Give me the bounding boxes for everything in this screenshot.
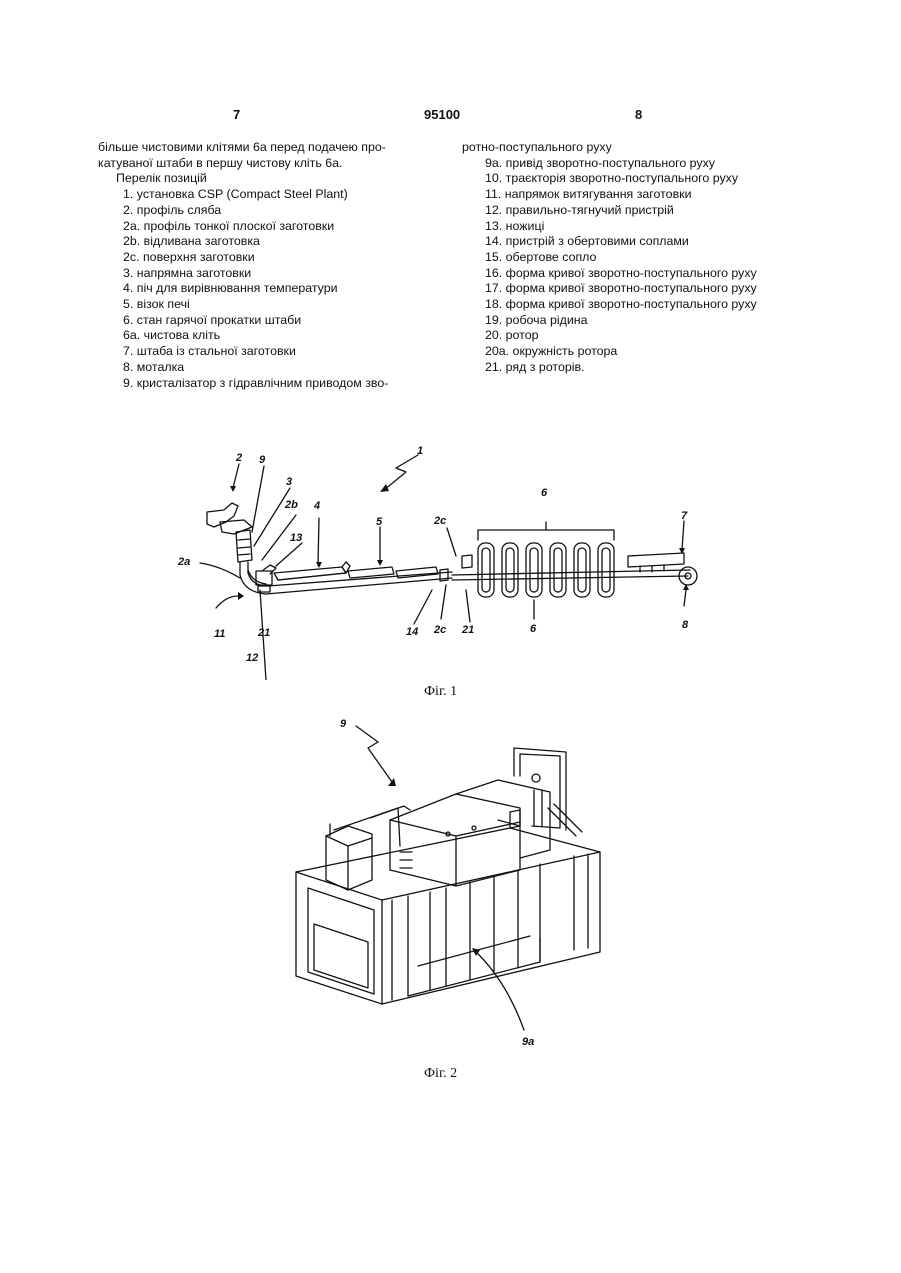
list-item: 6. стан гарячої прокатки штаби	[98, 313, 388, 329]
list-item: 9. кристалізатор з гідравлічним приводом…	[98, 376, 388, 392]
left-assembly-shape	[326, 806, 412, 890]
list-item: 3. напрямна заготовки	[98, 266, 388, 282]
list-item: 15. обертове сопло	[462, 250, 757, 266]
label-9: 9	[259, 454, 266, 466]
text-line: катуваної штаби в першу чистову кліть 6а…	[98, 156, 388, 172]
ladle-shape	[207, 503, 252, 534]
list-item: 5. візок печі	[98, 297, 388, 313]
text-line: ротно-поступального руху	[462, 140, 757, 156]
label-2b: 2b	[284, 499, 298, 511]
list-item: 16. форма кривої зворотно-поступального …	[462, 266, 757, 282]
figure-2-drawing: 9 9a	[280, 710, 620, 1060]
patent-number: 95100	[424, 107, 460, 122]
leader-9	[356, 726, 392, 782]
list-item: 20а. окружність ротора	[462, 344, 757, 360]
list-item: 20. ротор	[462, 328, 757, 344]
list-heading: Перелік позицій	[98, 171, 388, 187]
label-13: 13	[290, 532, 302, 544]
label-5: 5	[376, 516, 383, 528]
right-page-number: 8	[635, 107, 642, 122]
right-text-column: ротно-поступального руху 9а. привід звор…	[462, 140, 757, 376]
label-2c-bottom: 2c	[433, 624, 446, 636]
left-page-number: 7	[233, 107, 240, 122]
label-12: 12	[246, 652, 258, 664]
text-line: більше чистовими клітями 6а перед подаче…	[98, 140, 388, 156]
list-item: 2а. профіль тонкої плоскої заготовки	[98, 219, 388, 235]
left-text-column: більше чистовими клітями 6а перед подаче…	[98, 140, 388, 391]
list-item: 21. ряд з роторів.	[462, 360, 757, 376]
label-11: 11	[214, 628, 225, 640]
list-item: 10. траєкторія зворотно-поступального ру…	[462, 171, 757, 187]
label-7: 7	[681, 510, 688, 522]
list-item: 8. моталка	[98, 360, 388, 376]
label-6-top: 6	[541, 487, 548, 499]
figure-2-caption: Фіг. 2	[424, 1066, 457, 1082]
mould-housing-shape	[390, 780, 550, 886]
leader-9a	[474, 950, 524, 1030]
list-item: 11. напрямок витягування заготовки	[462, 187, 757, 203]
label-2c-top: 2c	[433, 515, 446, 527]
figure-1-drawing: 1 2 9 3 2b 4 13 5 2c 6 7 2a 11 21 12 14 …	[160, 430, 720, 680]
cooling-line-shape	[628, 553, 684, 567]
strip-line	[452, 570, 690, 580]
list-item: 4. піч для вирівнювання температури	[98, 281, 388, 297]
label-8: 8	[682, 619, 689, 631]
label-6-bottom: 6	[530, 623, 537, 635]
label-4: 4	[313, 500, 320, 512]
mill-stands-group	[478, 543, 614, 597]
label-1: 1	[417, 445, 423, 457]
label-9: 9	[340, 718, 347, 730]
label-2: 2	[235, 452, 242, 464]
label-21-left: 21	[257, 627, 270, 639]
label-21-right: 21	[461, 624, 474, 636]
list-item: 14. пристрій з обертовими соплами	[462, 234, 757, 250]
strand-guide-shape	[248, 570, 266, 584]
label-14: 14	[406, 626, 418, 638]
list-item: 13. ножиці	[462, 219, 757, 235]
label-2a: 2a	[177, 556, 190, 568]
label-9a: 9a	[522, 1036, 534, 1048]
list-item: 19. робоча рідина	[462, 313, 757, 329]
list-item: 2. профіль сляба	[98, 203, 388, 219]
list-item: 12. правильно-тягнучий пристрій	[462, 203, 757, 219]
label-3: 3	[286, 476, 292, 488]
list-item: 18. форма кривої зворотно-поступального …	[462, 297, 757, 313]
list-item: 2с. поверхня заготовки	[98, 250, 388, 266]
straightener-shape	[256, 565, 276, 592]
list-item: 1. установка CSP (Compact Steel Plant)	[98, 187, 388, 203]
list-item: 6а. чистова кліть	[98, 328, 388, 344]
base-frame-shape	[296, 828, 600, 1004]
mill-bracket	[478, 522, 614, 540]
figure-1-caption: Фіг. 1	[424, 684, 457, 700]
rotor-row-shape	[462, 555, 472, 568]
list-item: 2b. відливана заготовка	[98, 234, 388, 250]
list-item: 17. форма кривої зворотно-поступального …	[462, 281, 757, 297]
list-item: 7. штаба із стальної заготовки	[98, 344, 388, 360]
list-item: 9а. привід зворотно-поступального руху	[462, 156, 757, 172]
furnace-shape	[274, 562, 350, 580]
